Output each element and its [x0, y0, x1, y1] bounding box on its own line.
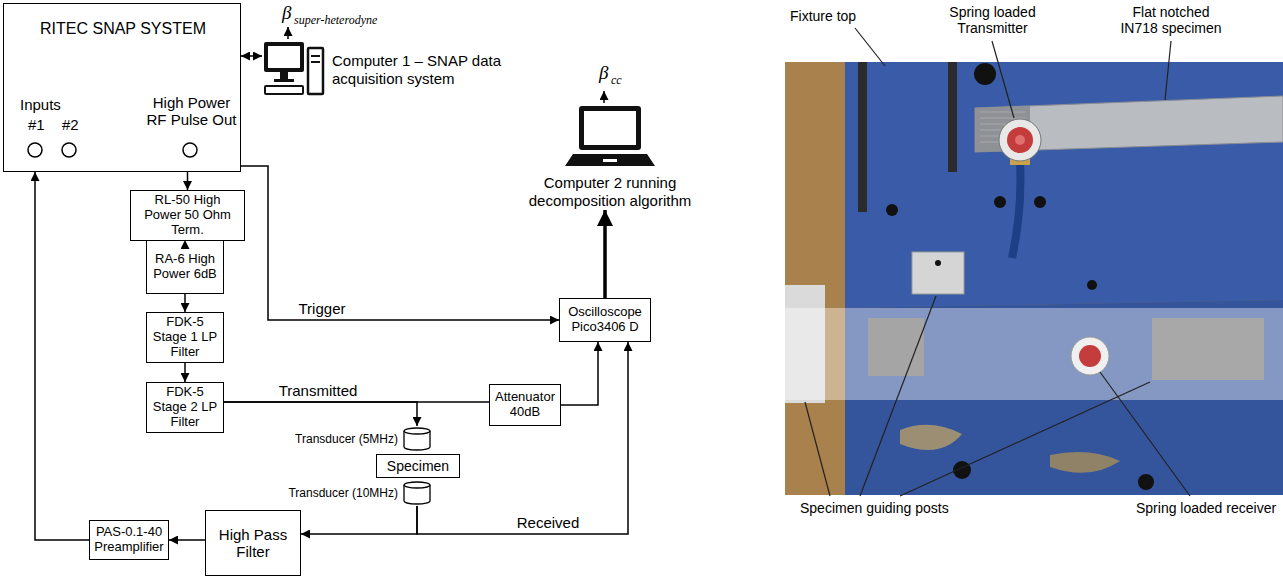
computer-icon: Computer 1 – SNAP data acquisition syste…: [262, 40, 522, 98]
node-label: #2: [62, 116, 79, 133]
photo-label: Fixture top: [790, 8, 856, 24]
node-label: PAS-0.1-40 Preamplifier: [94, 525, 164, 555]
process-box: High Pass Filter: [205, 510, 301, 576]
connector: [241, 55, 262, 57]
process-box: PAS-0.1-40 Preamplifier: [89, 520, 169, 560]
edge-label: Transmitted: [277, 382, 360, 399]
fixture-photo: [785, 62, 1283, 495]
connector: [35, 172, 89, 540]
node-label: FDK-5 Stage 2 LP Filter: [151, 385, 219, 430]
node-label: #1: [28, 116, 45, 133]
edge-label: Trigger: [297, 300, 348, 317]
connector: [187, 172, 189, 190]
subscript-label: cc: [611, 74, 622, 88]
laptop-icon: [565, 104, 655, 170]
node-label: Attenuator 40dB: [494, 390, 556, 420]
connector: [169, 539, 205, 541]
output-arrow: [603, 91, 605, 103]
process-box: RL-50 High Power 50 Ohm Term.: [130, 190, 245, 241]
connector: [603, 210, 607, 298]
node-label: RL-50 High Power 50 Ohm Term.: [135, 193, 240, 238]
node-label: Inputs: [20, 96, 61, 113]
connector: [224, 401, 489, 403]
connector: [184, 363, 186, 382]
photo-label: Spring loaded receiver: [1136, 500, 1276, 516]
photo-label: Specimen guiding posts: [800, 500, 949, 516]
node-label: Specimen: [387, 458, 449, 474]
input-jack: [62, 143, 76, 157]
connector: [301, 506, 417, 534]
transducer-icon: [402, 426, 432, 452]
laptop-icon: Computer 2 running decomposition algorit…: [510, 104, 710, 210]
process-box: Oscilloscope Pico3406 D: [559, 298, 651, 342]
node-label: Transducer (5MHz): [295, 432, 398, 446]
node-label: Transducer (10MHz): [288, 486, 398, 500]
subscript-label: super-heterodyne: [294, 14, 377, 28]
output-jack: [183, 143, 197, 157]
transducer: Transducer (5MHz): [295, 426, 432, 452]
process-box: RA-6 High Power 6dB: [146, 240, 224, 294]
transducer-icon: [402, 480, 432, 506]
connector: [184, 294, 186, 312]
computer-icon: [262, 40, 326, 98]
output-arrows: [288, 27, 604, 103]
specimen-box: Specimen: [376, 454, 460, 478]
leader-lines: [805, 28, 1190, 496]
transducer: Transducer (10MHz): [288, 480, 432, 506]
edge-label: Received: [515, 514, 582, 531]
connector: [417, 342, 628, 534]
process-box: FDK-5 Stage 1 LP Filter: [146, 312, 224, 363]
system-box: RITEC SNAP SYSTEM Inputs #1 #2 High Power RF…: [3, 3, 241, 172]
connector: [224, 402, 417, 426]
symbol-label: β: [282, 2, 291, 24]
photo-label: Spring loaded Transmitter: [940, 4, 1045, 36]
process-box: Attenuator 40dB: [489, 384, 561, 426]
connector: [241, 166, 559, 320]
photo-label: Flat notched IN718 specimen: [1116, 4, 1226, 36]
input-jack: [28, 143, 42, 157]
process-box: FDK-5 Stage 2 LP Filter: [146, 382, 224, 433]
symbol-label: β: [599, 62, 608, 84]
node-label: High Power RF Pulse Out: [144, 94, 239, 129]
node-label: RITEC SNAP SYSTEM: [4, 20, 242, 38]
node-label: High Pass Filter: [210, 526, 296, 561]
connector-circles: [28, 143, 197, 157]
node-label: Computer 1 – SNAP data acquisition syste…: [332, 40, 522, 88]
node-label: Computer 2 running decomposition algorit…: [510, 174, 710, 210]
node-label: Oscilloscope Pico3406 D: [564, 305, 646, 335]
node-label: FDK-5 Stage 1 LP Filter: [151, 315, 219, 360]
node-label: RA-6 High Power 6dB: [151, 252, 219, 282]
output-arrow: [287, 27, 289, 39]
connector: [561, 342, 598, 405]
